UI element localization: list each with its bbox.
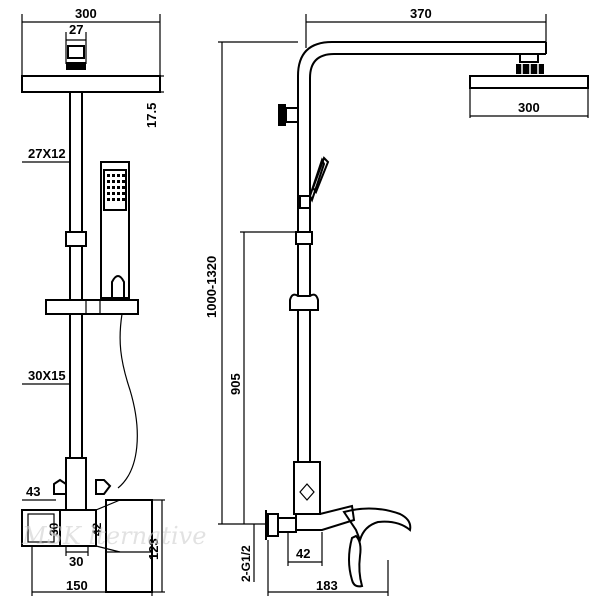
dim-inlet-height: 905 <box>228 373 243 395</box>
hand-shower-face <box>103 169 127 211</box>
hand-shower-body <box>100 161 130 299</box>
side-view: 370 300 <box>204 6 589 596</box>
dim-width-top: 300 <box>75 6 97 21</box>
dim-30-horiz: 30 <box>69 554 83 569</box>
dim-42-side: 42 <box>296 546 310 561</box>
mixer-connector <box>95 499 121 553</box>
diverter-side <box>293 461 321 515</box>
dim-holder: 43 <box>26 484 40 499</box>
hose-connector-right <box>95 479 112 495</box>
dim-upper-tube: 27X12 <box>28 146 66 161</box>
front-view: 300 27 17.5 27X12 <box>21 6 165 596</box>
mixer-body <box>59 509 97 547</box>
waterfall-spout <box>342 507 412 544</box>
shower-arm-inner <box>309 53 546 232</box>
head-connector-side <box>519 53 539 63</box>
hand-shower <box>100 161 130 299</box>
dim-lower-tube: 30X15 <box>28 368 66 383</box>
diverter-knob <box>299 483 315 501</box>
dim-bracket: 27 <box>69 22 83 37</box>
dim-arm-length: 370 <box>410 6 432 21</box>
dim-42-vert: 42 <box>90 522 104 536</box>
head-connector <box>67 45 85 59</box>
dim-30-vert: 30 <box>47 522 61 536</box>
wall-block-inner <box>27 513 55 543</box>
lever-handle <box>348 534 364 588</box>
sliding-holder-side <box>289 293 319 311</box>
hose-connector-left <box>53 478 67 495</box>
slider-knob <box>299 195 311 209</box>
sliding-holder <box>45 299 139 315</box>
hand-shower-head-side <box>311 156 330 195</box>
wall-bracket-cap <box>278 104 286 126</box>
spray-nozzles <box>107 174 125 201</box>
shower-head-side <box>469 75 589 89</box>
dim-inlet-thread: 2-G1/2 <box>239 545 253 582</box>
wall-bracket-body <box>285 107 299 123</box>
dim-head-width: 300 <box>518 100 540 115</box>
inlet-connector <box>277 517 297 533</box>
mixer-side <box>295 504 356 531</box>
watermark: MSK lternative <box>21 522 206 550</box>
shower-head-plate <box>21 75 161 93</box>
wall-inlet <box>267 513 279 537</box>
shower-arm-outer <box>297 41 546 232</box>
dim-123: 123 <box>146 538 161 560</box>
dim-offset: 17.5 <box>144 103 159 128</box>
hand-shower-handle-tip <box>111 275 125 298</box>
dim-height-range: 1000-1320 <box>204 256 219 318</box>
pipe-joint <box>65 231 87 247</box>
dim-spout: 183 <box>316 578 338 593</box>
diverter-body <box>65 457 87 511</box>
dim-150: 150 <box>66 578 88 593</box>
hose <box>117 313 138 489</box>
pipe-joint-side <box>295 231 313 245</box>
